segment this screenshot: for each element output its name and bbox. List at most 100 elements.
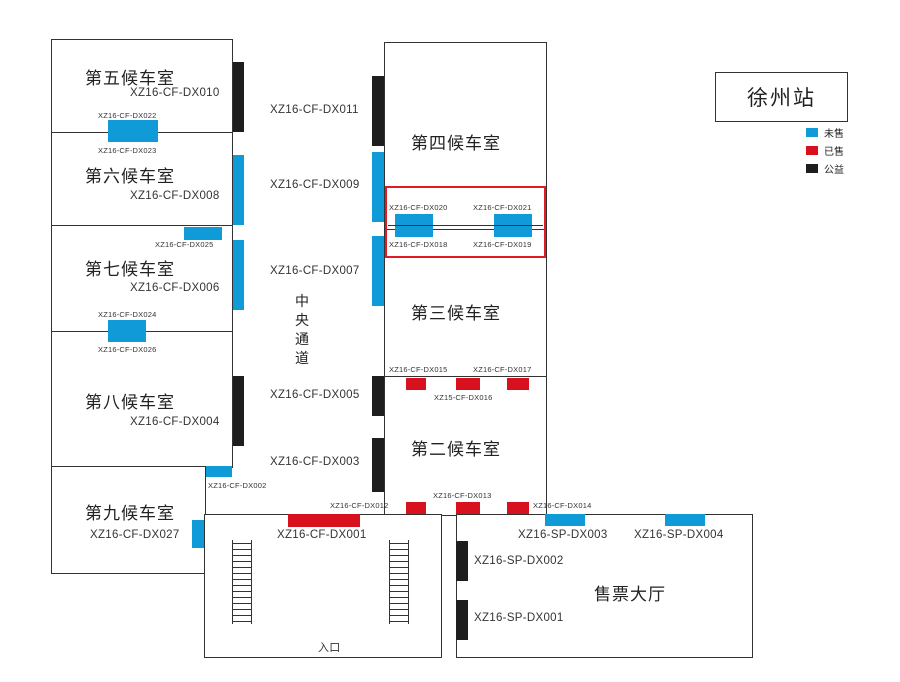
ad-spot-dx003[interactable] (372, 438, 384, 492)
legend-item-public: 公益 (806, 161, 844, 176)
label-dx026: XZ16-CF-DX026 (98, 345, 157, 354)
label-dx027: XZ16-CF-DX027 (90, 529, 180, 541)
label-dx003: XZ16-CF-DX003 (270, 456, 360, 468)
stair-rung (389, 579, 409, 581)
label-dx002: XZ16-CF-DX002 (208, 481, 267, 490)
ad-spot-dx027[interactable] (192, 520, 204, 548)
stair-rung (232, 567, 252, 569)
ad-spot-dx010[interactable] (233, 62, 244, 132)
room-title-3: 第三候车室 (411, 304, 501, 323)
stair-rung (232, 573, 252, 575)
stair-rung (389, 597, 409, 599)
stairs-right-icon (389, 540, 410, 624)
ad-spot-sp001[interactable] (456, 600, 468, 640)
highlight-box (385, 186, 546, 258)
station-name: 徐州站 (747, 87, 816, 110)
ad-spot-dx025[interactable] (184, 227, 222, 240)
ad-spot-sp004[interactable] (665, 514, 705, 526)
stair-rung (232, 621, 252, 623)
label-dx006: XZ16-CF-DX006 (130, 282, 220, 294)
label-dx020: XZ16-CF-DX020 (389, 203, 448, 212)
stair-rung (232, 615, 252, 617)
ad-spot-dx004[interactable] (233, 376, 244, 446)
ad-spot-dx008[interactable] (233, 155, 244, 225)
label-dx016: XZ15-CF-DX016 (434, 393, 493, 402)
legend-swatch-public (806, 164, 818, 173)
ad-spot-dx015[interactable] (406, 378, 426, 390)
stair-rung (389, 543, 409, 545)
legend-item-sold: 已售 (806, 143, 844, 158)
room-title-6: 第六候车室 (85, 167, 175, 186)
highlight-divider (388, 225, 543, 227)
ad-spot-dx016[interactable] (456, 378, 480, 390)
stair-rung (232, 549, 252, 551)
label-sp002: XZ16-SP-DX002 (474, 555, 564, 567)
ad-spot-dx011[interactable] (372, 76, 384, 146)
stair-rung (232, 555, 252, 557)
stair-rung (232, 579, 252, 581)
room-title-ticket-hall: 售票大厅 (594, 585, 666, 604)
room-title-9: 第九候车室 (85, 504, 175, 523)
stair-rung (389, 621, 409, 623)
label-sp004: XZ16-SP-DX004 (634, 529, 724, 541)
label-dx011: XZ16-CF-DX011 (270, 104, 359, 116)
legend-item-unsold: 未售 (806, 125, 844, 140)
legend-swatch-sold (806, 146, 818, 155)
room-waiting-4-3[interactable] (384, 42, 547, 378)
room-waiting-5[interactable] (51, 39, 233, 134)
ad-spot-dx013[interactable] (456, 502, 480, 514)
ad-spot-dx009[interactable] (372, 152, 384, 222)
room-title-7: 第七候车室 (85, 260, 175, 279)
ad-spot-dx017[interactable] (507, 378, 529, 390)
legend-label-sold: 已售 (824, 147, 844, 158)
ad-spot-sp002[interactable] (456, 541, 468, 581)
stair-rung (232, 597, 252, 599)
label-dx021: XZ16-CF-DX021 (473, 203, 532, 212)
label-dx017: XZ16-CF-DX017 (473, 365, 532, 374)
label-dx005: XZ16-CF-DX005 (270, 389, 360, 401)
room-waiting-2[interactable] (384, 376, 547, 516)
label-dx019: XZ16-CF-DX019 (473, 240, 532, 249)
stair-rung (389, 603, 409, 605)
stair-rung (232, 609, 252, 611)
stairs-left-icon (232, 540, 253, 624)
ad-spot-dx007[interactable] (372, 236, 384, 306)
stair-rung (389, 561, 409, 563)
entrance-label: 入口 (318, 642, 341, 654)
divider-room-4-3 (384, 229, 547, 231)
label-dx022: XZ16-CF-DX022 (98, 111, 157, 120)
ad-spot-dx024-026[interactable] (108, 320, 146, 342)
stair-rung (389, 609, 409, 611)
room-waiting-7[interactable] (51, 225, 233, 333)
stair-rung (232, 591, 252, 593)
stair-rung (389, 567, 409, 569)
ad-spot-sp003[interactable] (545, 514, 585, 526)
label-dx025: XZ16-CF-DX025 (155, 240, 214, 249)
room-ticket-hall[interactable] (456, 514, 753, 658)
label-dx004: XZ16-CF-DX004 (130, 416, 220, 428)
label-dx008: XZ16-CF-DX008 (130, 190, 220, 202)
ad-spot-dx002[interactable] (206, 466, 232, 477)
label-dx012: XZ16-CF-DX012 (330, 501, 389, 510)
room-title-2: 第二候车室 (411, 440, 501, 459)
stair-rung (389, 555, 409, 557)
stair-rung (232, 603, 252, 605)
ad-spot-dx001[interactable] (288, 514, 360, 527)
stair-rung (232, 561, 252, 563)
room-title-4: 第四候车室 (411, 134, 501, 153)
label-dx001: XZ16-CF-DX001 (277, 529, 367, 541)
ad-spot-dx006[interactable] (233, 240, 244, 310)
ad-spot-dx022-023[interactable] (108, 120, 158, 142)
ad-spot-dx014[interactable] (507, 502, 529, 514)
label-dx013: XZ16-CF-DX013 (433, 491, 492, 500)
ad-spot-dx012[interactable] (406, 502, 426, 514)
label-sp001: XZ16-SP-DX001 (474, 612, 564, 624)
legend-label-unsold: 未售 (824, 129, 844, 140)
ad-spot-dx005[interactable] (372, 376, 384, 416)
room-title-8: 第八候车室 (85, 393, 175, 412)
label-dx010: XZ16-CF-DX010 (130, 87, 220, 99)
legend-label-public: 公益 (824, 165, 844, 176)
stair-rung (389, 585, 409, 587)
stair-rung (389, 591, 409, 593)
